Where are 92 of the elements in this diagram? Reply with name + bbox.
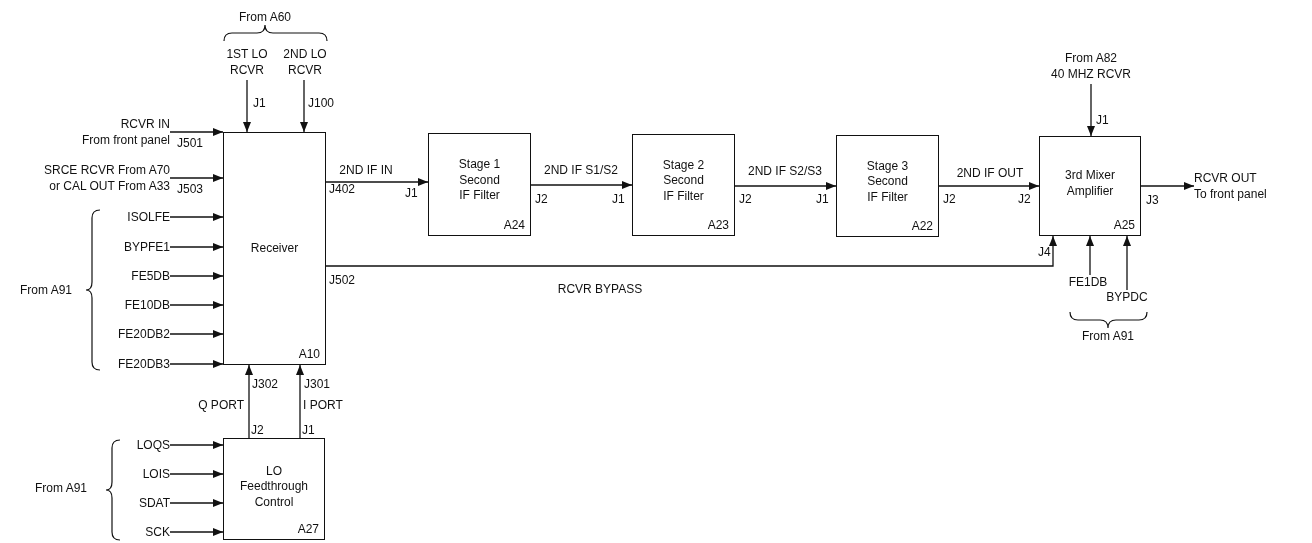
signal-name: FE10DB (110, 298, 170, 313)
signal-arrow (530, 181, 633, 189)
connector-label: J1 (302, 424, 315, 436)
signal-arrow (169, 441, 224, 449)
assembly-number: A27 (297, 522, 319, 536)
signal-arrow (169, 301, 224, 309)
connector-label: J402 (329, 183, 356, 195)
signal-arrow (169, 470, 224, 478)
signal-name: SDAT (125, 496, 170, 511)
signal-name: FE5DB (110, 269, 170, 284)
assembly-number: A22 (911, 219, 933, 233)
module-name: Stage 1 Second IF Filter (458, 157, 501, 204)
assembly-number: A25 (1113, 218, 1135, 232)
module-name: 3rd Mixer Amplifier (1065, 168, 1115, 200)
signal-name: RCVR IN From front panel (40, 117, 170, 149)
signal-name: LOIS (125, 467, 170, 482)
signal-name: LOQS (125, 438, 170, 453)
module-name: LO Feedthrough Control (239, 463, 309, 511)
signal-arrow (325, 235, 1057, 267)
edge-label: Q PORT (197, 399, 245, 411)
signal-arrow (1086, 235, 1094, 276)
signal-arrow (169, 272, 224, 280)
source-note: From A91 (35, 482, 88, 494)
signal-arrow (245, 364, 253, 439)
signal-arrow (296, 364, 304, 439)
connector-label: J502 (329, 274, 356, 286)
connector-label: J1 (816, 193, 829, 205)
edge-label: 2ND IF S1/S2 (543, 164, 619, 176)
signal-name: FE1DB (1064, 275, 1112, 290)
connector-label: J1 (405, 187, 418, 199)
module-name: Stage 3 Second IF Filter (866, 158, 909, 206)
connector-label: J2 (943, 193, 956, 205)
module-box (223, 132, 326, 365)
connector-label: J2 (739, 193, 752, 205)
signal-arrow (734, 182, 837, 190)
signal-arrow (938, 182, 1040, 190)
module-box (1039, 136, 1141, 236)
connector-label: J503 (177, 183, 204, 195)
signal-arrow (169, 243, 224, 251)
edge-label: I PORT (302, 399, 344, 411)
source-note: From A91 (1082, 330, 1134, 342)
signal-arrow (1087, 83, 1095, 137)
signal-name: RCVR OUT To front panel (1194, 170, 1310, 204)
signal-name: FE20DB3 (110, 357, 170, 372)
edge-label: 2ND IF S2/S3 (747, 165, 823, 177)
connector-label: J3 (1146, 194, 1159, 206)
signal-arrow (169, 360, 224, 368)
signal-name: 1ST LO RCVR (218, 46, 276, 80)
signal-arrow (300, 79, 308, 133)
module-box (223, 438, 325, 540)
connector-label: J2 (535, 193, 548, 205)
assembly-number: A24 (503, 218, 525, 232)
signal-name: SCK (125, 525, 170, 540)
edge-label: RCVR BYPASS (556, 283, 644, 295)
signal-arrow (169, 528, 224, 536)
signal-arrow (1140, 182, 1195, 190)
signal-name: From A82 40 MHZ RCVR (1031, 50, 1151, 84)
connector-label: J1 (1096, 114, 1109, 126)
source-note: From A60 (239, 11, 291, 23)
module-name: Stage 2 Second IF Filter (662, 157, 705, 205)
signal-name: SRCE RCVR From A70 or CAL OUT From A33 (2, 163, 170, 195)
signal-arrow (243, 79, 251, 133)
signal-arrow (325, 178, 429, 186)
connector-label: J2 (251, 424, 264, 436)
module-box (428, 133, 531, 236)
module-box (836, 135, 939, 237)
connector-label: J2 (1018, 193, 1031, 205)
connector-label: J302 (252, 378, 279, 390)
signal-name: BYPDC (1102, 290, 1152, 305)
signal-name: FE20DB2 (110, 327, 170, 342)
signal-name: BYPFE1 (110, 240, 170, 255)
signal-arrow (169, 213, 224, 221)
module-name: Receiver (250, 240, 299, 257)
edge-label: 2ND IF OUT (955, 167, 1025, 179)
module-box (632, 134, 735, 236)
assembly-number: A10 (298, 347, 320, 361)
connector-label: J501 (177, 137, 204, 149)
signal-name: ISOLFE (110, 210, 170, 225)
source-note: From A91 (20, 284, 73, 296)
signal-arrow (169, 499, 224, 507)
connector-label: J1 (253, 97, 266, 109)
connector-label: J1 (612, 193, 625, 205)
signal-arrow (1123, 235, 1131, 291)
assembly-number: A23 (707, 218, 729, 232)
connector-label: J301 (304, 378, 331, 390)
signal-arrow (169, 128, 224, 136)
signal-arrow (169, 174, 224, 182)
signal-name: 2ND LO RCVR (276, 46, 334, 80)
edge-label: 2ND IF IN (338, 164, 394, 176)
connector-label: J100 (308, 97, 335, 109)
signal-arrow (169, 330, 224, 338)
connector-label: J4 (1038, 246, 1051, 258)
